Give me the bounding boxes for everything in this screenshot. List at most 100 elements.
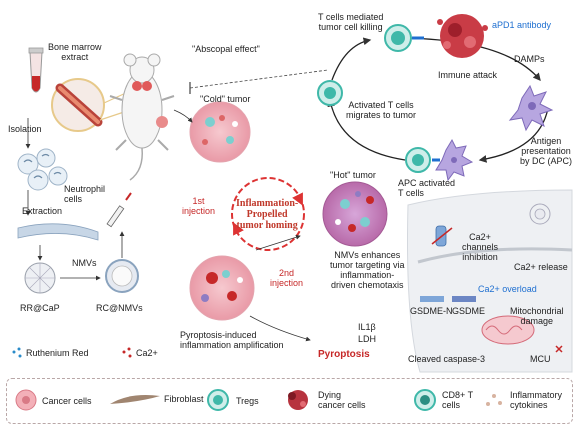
gsdme-pore-icon: [420, 296, 476, 302]
neutrophil-line2: cells: [64, 194, 83, 204]
abscopal-label: "Abscopal effect": [192, 44, 260, 54]
ca2-overload-label: Ca2+ overload: [478, 284, 537, 294]
il1b-label: IL1β: [358, 322, 376, 332]
rr-cap-nanoparticle-icon: [24, 262, 56, 294]
cycle-arrow-left: [327, 98, 406, 161]
legend-dying: Dying cancer cells: [318, 390, 366, 410]
legend-cd8: CD8+ T cells: [442, 390, 473, 410]
first-injection-line2: injection: [182, 206, 216, 216]
antigen-line2: presentation: [521, 146, 571, 156]
ruthenium-red-icon: [12, 347, 22, 358]
legend-cd8-icon: [414, 389, 436, 411]
test-tube-icon: [28, 47, 44, 93]
isolation-label: Isolation: [8, 124, 42, 134]
mito-line1: Mitochondrial: [510, 306, 564, 316]
apc-t-cell-pair-icon: [405, 138, 474, 182]
mcu-label: MCU: [530, 354, 551, 364]
activated-t-line1: Activated T cells: [348, 100, 414, 110]
bone-marrow-label: Bone marrow extract: [48, 42, 102, 62]
legend-tregs: Tregs: [236, 396, 259, 406]
hot-tumor-label: "Hot" tumor: [330, 170, 376, 180]
ca2-label: Ca2+: [136, 348, 158, 358]
activated-t-line2: migrates to tumor: [346, 110, 417, 120]
legend-cytokines: Inflammatory cytokines: [510, 390, 562, 410]
second-injection-label: 2nd injection: [270, 268, 303, 288]
center-title-line3: tumor homing: [236, 220, 298, 231]
bone-marrow-line1: Bone marrow: [48, 42, 102, 52]
nmvs-enhance-line3: inflammation-: [340, 270, 395, 280]
cycle-arrow-right: [478, 107, 549, 163]
ldh-label: LDH: [358, 334, 377, 344]
legend-cytokines-icon: [486, 394, 502, 406]
nmvs-enhance-line4: driven chemotaxis: [331, 280, 404, 290]
apc-activated-line1: APC activated: [398, 178, 456, 188]
neutrophil-cells-icon: [17, 148, 68, 191]
dying-tumor-cell-icon: [437, 14, 488, 58]
cold-tumor-icon: [189, 101, 251, 163]
nmvs-label: NMVs: [72, 258, 97, 268]
bone-magnified-icon: [51, 78, 129, 132]
legend-tregs-icon: [207, 389, 229, 411]
rc-nmvs-label: RC@NMVs: [96, 303, 143, 313]
pyro-amp-line1: Pyroptosis-induced: [180, 330, 257, 340]
ca2-channels-line2: channels: [462, 242, 499, 252]
first-injection-label: 1st injection: [182, 196, 215, 216]
antigen-label: Antigen presentation by DC (APC): [520, 136, 572, 166]
rr-cap-label: RR@CaP: [20, 303, 60, 313]
antigen-line1: Antigen: [530, 136, 562, 146]
abscopal-line: [189, 69, 329, 89]
legend-cytokines-line2: cytokines: [510, 400, 548, 410]
nmvs-enhance-line1: NMVs enhances: [334, 250, 401, 260]
apc-activated-line2: T cells: [398, 188, 424, 198]
immune-attack-label: Immune attack: [438, 70, 498, 80]
membrane-icon: [17, 223, 99, 241]
pyro-amp-label: Pyroptosis-induced inflammation amplific…: [180, 330, 284, 350]
damps-label: DAMPs: [514, 54, 545, 64]
ca2-channels-line3: inhibition: [462, 252, 498, 262]
neutrophil-line1: Neutrophil: [64, 184, 106, 194]
t-cells-killing-label: T cells mediated tumor cell killing: [318, 12, 383, 32]
cleaved-caspase-label: Cleaved caspase-3: [408, 354, 486, 364]
calcium-ion-icon: [122, 347, 132, 358]
nmvs-enhance-label: NMVs enhances tumor targeting via inflam…: [330, 250, 405, 290]
mouse-icon: [109, 53, 175, 181]
t-cell-icon: [384, 24, 424, 52]
er-icon: [529, 203, 551, 225]
antigen-line3: by DC (APC): [520, 156, 573, 166]
apc-activated-label: APC activated T cells: [398, 178, 455, 198]
neutrophil-label: Neutrophil cells: [64, 184, 105, 204]
center-title-line2: Propelled: [246, 209, 288, 220]
legend-cancer-cells: Cancer cells: [42, 396, 92, 406]
ruthenium-label: Ruthenium Red: [26, 348, 89, 358]
pyroptosis-tumor-icon: [189, 255, 255, 321]
t-cells-killing-line2: tumor cell killing: [318, 22, 383, 32]
legend-dying-cell-icon: [288, 390, 308, 410]
rc-nmvs-nanoparticle-icon: [105, 259, 139, 293]
legend-fibroblast-icon: [110, 395, 160, 404]
center-title-line1: Inflammation-: [236, 198, 299, 209]
ca2-channels-label: Ca2+ channels inhibition: [462, 232, 498, 262]
mito-label: Mitochondrial damage: [510, 306, 564, 326]
extraction-label: Extraction: [22, 206, 63, 216]
nmvs-enhance-line2: tumor targeting via: [330, 260, 405, 270]
activated-t-cell-icon: [317, 80, 343, 106]
gsdme-label: GSDME: [452, 306, 486, 316]
cold-tumor-label: "Cold" tumor: [200, 94, 251, 104]
pyro-amp-line2: inflammation amplification: [180, 340, 284, 350]
cycle-arrow-up: [331, 37, 372, 81]
legend-fibroblast: Fibroblast: [164, 394, 204, 404]
legend-box: [6, 378, 573, 424]
mito-line2: damage: [520, 316, 554, 326]
pyroptosis-label: Pyroptosis: [318, 349, 370, 360]
legend-dying-line1: Dying: [318, 390, 342, 400]
legend-dying-line2: cancer cells: [318, 400, 366, 410]
gsdme-n-label: GSDME-N: [410, 306, 453, 316]
syringe-icon: [106, 192, 132, 228]
ca-channel-icon: [431, 225, 453, 247]
ca2-release-label: Ca2+ release: [514, 262, 568, 272]
bone-marrow-line2: extract: [61, 52, 89, 62]
center-title: Inflammation- Propelled tumor homing: [236, 198, 298, 231]
legend-cd8-line2: cells: [442, 400, 461, 410]
apc-dendritic-cell-icon: [508, 84, 554, 132]
